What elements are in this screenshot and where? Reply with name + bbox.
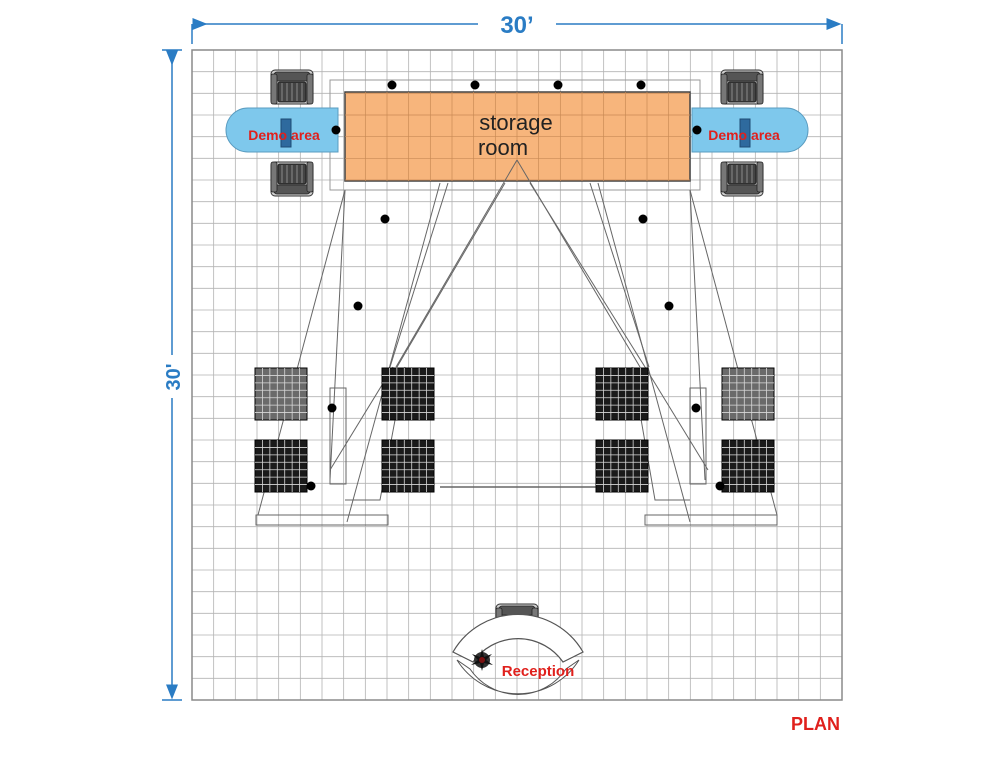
- demo-area-right: Demo area: [691, 107, 809, 153]
- platforms: [255, 387, 778, 526]
- depth-dimension: 30': [162, 49, 185, 701]
- light-fixture-icon: [331, 125, 341, 135]
- light-fixture-icon: [636, 80, 646, 90]
- light-fixture-icon: [664, 301, 674, 311]
- width-label: 30’: [500, 12, 533, 39]
- light-fixture-icon: [692, 125, 702, 135]
- truss-lines: [257, 159, 778, 523]
- light-fixture-icon: [387, 80, 397, 90]
- storage-room: storage room: [344, 91, 691, 182]
- chair-icon: [720, 69, 764, 105]
- depth-label: 30': [163, 363, 185, 390]
- storage-label-line2: room: [478, 135, 528, 160]
- light-fixture-icon: [715, 481, 725, 491]
- shelving-unit-icon: [381, 367, 435, 421]
- light-fixture-icon: [306, 481, 316, 491]
- shelving-unit-icon: [595, 367, 649, 421]
- light-fixture-icon: [553, 80, 563, 90]
- storage-label-line1: storage: [479, 110, 552, 135]
- width-dimension: 30’: [191, 12, 843, 44]
- shelving-unit-icon: [721, 367, 775, 421]
- light-fixture-icon: [353, 301, 363, 311]
- demo-area-left: Demo area: [225, 107, 339, 153]
- plan-title: PLAN: [791, 714, 840, 734]
- shelving-unit-icon: [254, 439, 308, 493]
- light-fixture-icon: [327, 403, 337, 413]
- light-fixture-icon: [638, 214, 648, 224]
- shelving-unit-icon: [721, 439, 775, 493]
- demo-area-right-label: Demo area: [708, 127, 780, 143]
- chair-icon: [720, 161, 764, 197]
- shelving-unit-icon: [254, 367, 308, 421]
- display-monitor-icon: [739, 118, 751, 148]
- display-monitor-icon: [280, 118, 292, 148]
- shelving-unit-icon: [595, 439, 649, 493]
- demo-area-left-label: Demo area: [248, 127, 320, 143]
- plant-icon: [471, 649, 493, 671]
- chair-icon: [270, 69, 314, 105]
- light-fixture-icon: [380, 214, 390, 224]
- booth-border: [191, 49, 843, 701]
- reception-label: Reception: [502, 663, 575, 680]
- reception-desk: Reception: [452, 613, 584, 695]
- light-fixture-icon: [470, 80, 480, 90]
- chair-icon: [270, 161, 314, 197]
- light-fixture-icon: [691, 403, 701, 413]
- shelving-unit-icon: [381, 439, 435, 493]
